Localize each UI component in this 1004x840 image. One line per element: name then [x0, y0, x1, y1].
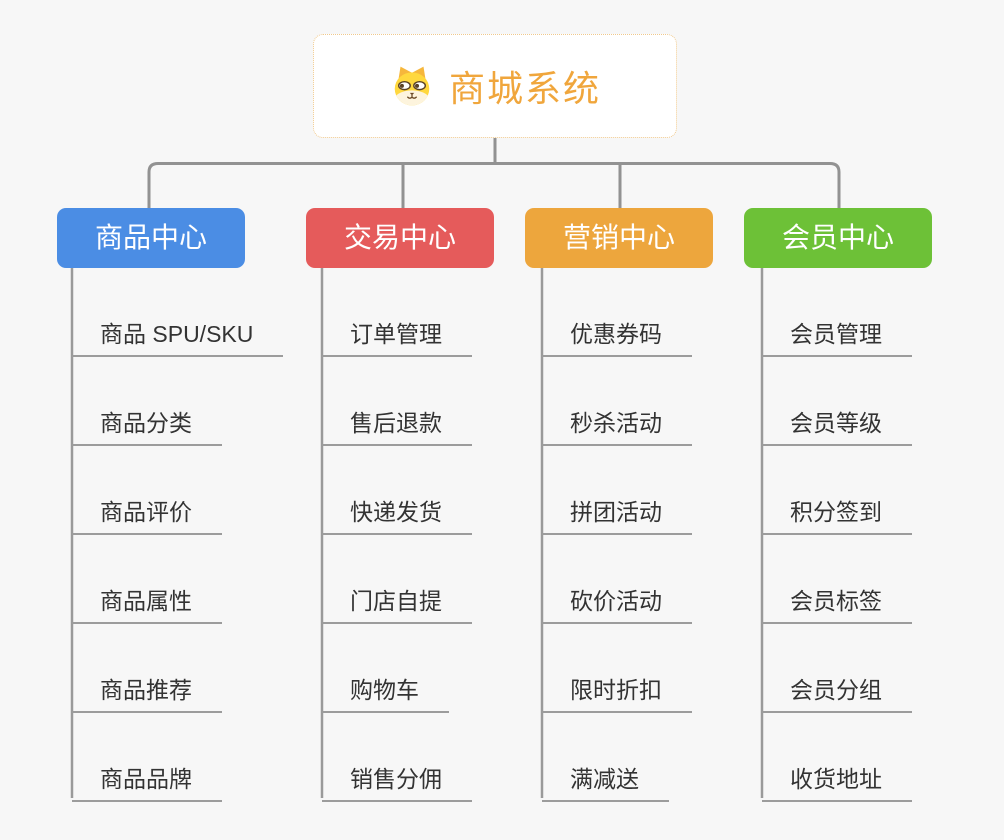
item-node[interactable]: 商品推荐: [72, 677, 222, 713]
branch-bus-line: [147, 162, 841, 209]
branch-node-trade-center[interactable]: 交易中心: [306, 208, 494, 268]
item-node[interactable]: 积分签到: [762, 499, 912, 535]
item-node[interactable]: 会员分组: [762, 677, 912, 713]
item-column-trade-center: 订单管理 售后退款 快递发货 门店自提 购物车 销售分佣: [322, 321, 472, 802]
item-node[interactable]: 商品 SPU/SKU: [72, 321, 284, 357]
item-node[interactable]: 限时折扣: [542, 677, 692, 713]
item-node[interactable]: 售后退款: [322, 410, 472, 446]
dog-face-icon: [394, 66, 430, 106]
item-node[interactable]: 订单管理: [322, 321, 472, 357]
item-node[interactable]: 快递发货: [322, 499, 472, 535]
item-node[interactable]: 销售分佣: [322, 766, 472, 802]
item-node[interactable]: 拼团活动: [542, 499, 692, 535]
item-node[interactable]: 商品评价: [72, 499, 222, 535]
item-node[interactable]: 会员标签: [762, 588, 912, 624]
item-node[interactable]: 商品分类: [72, 410, 222, 446]
item-node[interactable]: 会员管理: [762, 321, 912, 357]
branch-node-marketing-center[interactable]: 营销中心: [525, 208, 713, 268]
item-node[interactable]: 购物车: [322, 677, 449, 713]
branch-node-product-center[interactable]: 商品中心: [57, 208, 245, 268]
item-node[interactable]: 砍价活动: [542, 588, 692, 624]
branch-node-member-center[interactable]: 会员中心: [744, 208, 932, 268]
item-column-product-center: 商品 SPU/SKU 商品分类 商品评价 商品属性 商品推荐 商品品牌: [72, 321, 284, 802]
item-column-member-center: 会员管理 会员等级 积分签到 会员标签 会员分组 收货地址: [762, 321, 912, 802]
item-node[interactable]: 门店自提: [322, 588, 472, 624]
item-node[interactable]: 商品品牌: [72, 766, 222, 802]
item-node[interactable]: 收货地址: [762, 766, 912, 802]
item-node[interactable]: 满减送: [542, 766, 669, 802]
item-node[interactable]: 商品属性: [72, 588, 222, 624]
root-node-label: 商城系统: [448, 68, 601, 109]
item-node[interactable]: 会员等级: [762, 410, 912, 446]
item-node[interactable]: 秒杀活动: [542, 410, 692, 446]
root-node[interactable]: 商城系统: [313, 34, 677, 138]
item-node[interactable]: 优惠券码: [542, 321, 692, 357]
item-column-marketing-center: 优惠券码 秒杀活动 拼团活动 砍价活动 限时折扣 满减送: [542, 321, 692, 802]
